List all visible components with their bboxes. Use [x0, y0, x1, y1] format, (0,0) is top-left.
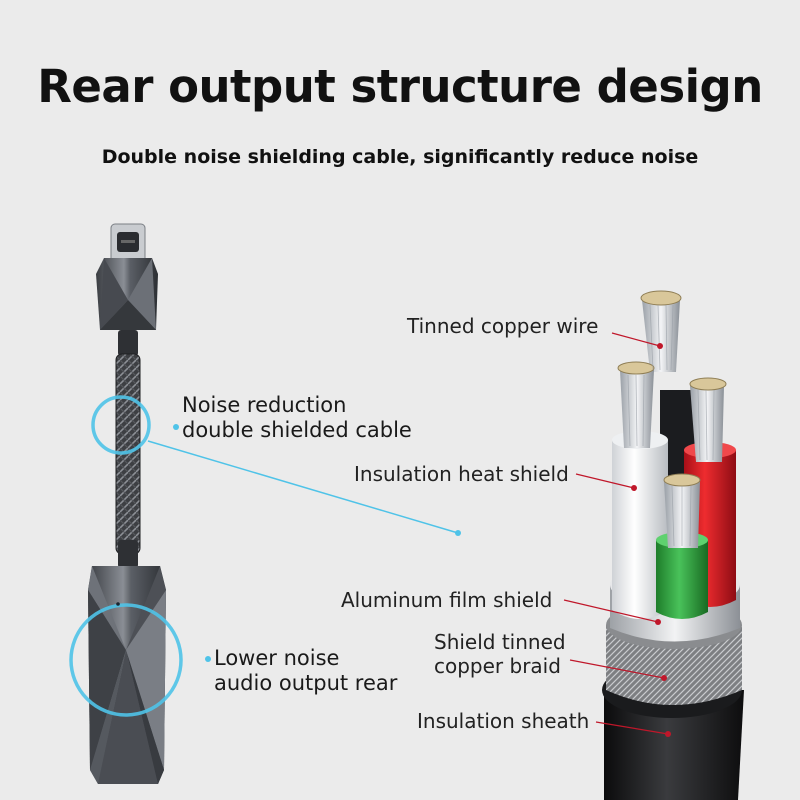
- dac-body: [88, 566, 166, 784]
- label-braid-line1: Shield tinned: [434, 630, 566, 654]
- cable-callout-line2: double shielded cable: [182, 418, 412, 442]
- label-tinned-copper-wire: Tinned copper wire: [407, 314, 599, 338]
- braided-cable: [115, 353, 141, 568]
- page-title: Rear output structure design: [37, 60, 763, 113]
- rear-callout-line2: audio output rear: [214, 671, 398, 695]
- cable-cross-section: [602, 290, 744, 800]
- right-leader-lines: [563, 332, 671, 737]
- label-braid-line2: copper braid: [434, 654, 561, 678]
- page-subtitle: Double noise shielding cable, significan…: [101, 146, 699, 168]
- label-insulation-sheath: Insulation sheath: [417, 709, 590, 733]
- label-aluminum-film-shield: Aluminum film shield: [341, 588, 553, 612]
- plug-housing: [96, 258, 158, 356]
- usb-c-plug: [110, 223, 146, 263]
- label-insulation-heat-shield: Insulation heat shield: [354, 462, 569, 486]
- cable-callout-line1: Noise reduction: [182, 393, 347, 417]
- rear-callout-marker: [69, 602, 211, 717]
- rear-callout-line1: Lower noise: [214, 646, 340, 670]
- cable-callout-marker: [91, 395, 461, 536]
